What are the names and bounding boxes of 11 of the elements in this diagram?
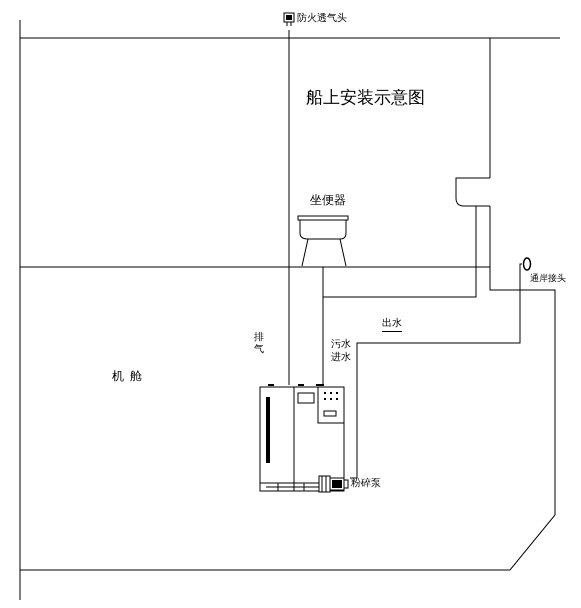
area-label: 机舱 <box>112 370 148 382</box>
pipe-line <box>322 210 476 386</box>
component-label: 坐便器 <box>310 193 346 207</box>
diagram-title: 船上安装示意图 <box>306 88 425 108</box>
component-label: 防火透气头 <box>297 13 347 25</box>
edge-label: 出水 <box>382 318 402 332</box>
pipe-line <box>350 264 522 478</box>
component-label: 粉碎泵 <box>351 478 381 490</box>
edge-label: 排气 <box>254 332 266 356</box>
pipe-line <box>288 30 290 386</box>
component-label: 通岸接头 <box>530 273 566 285</box>
